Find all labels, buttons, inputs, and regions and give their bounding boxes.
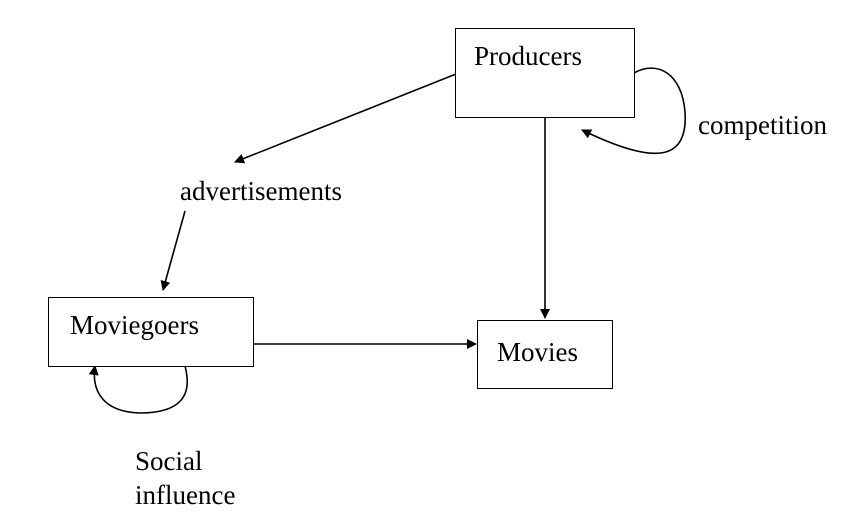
competition-label: competition (698, 110, 827, 140)
movies-label: Movies (497, 337, 578, 367)
producers-node: Producers (455, 28, 635, 118)
advertisements-label: advertisements (180, 176, 342, 206)
producers-label: Producers (474, 41, 582, 71)
moviegoers-node: Moviegoers (48, 297, 254, 367)
competition-self-loop (581, 67, 686, 155)
social-influence-self-loop (88, 365, 189, 414)
social-influence-label-line-1: Social (135, 446, 203, 476)
social-influence-label-line-2: influence (135, 480, 236, 510)
moviegoers-label: Moviegoers (70, 310, 199, 340)
movies-node: Movies (477, 320, 613, 389)
producers-to-advertisements-arrow (234, 73, 457, 164)
advertisements-to-moviegoers-arrow (160, 210, 186, 291)
